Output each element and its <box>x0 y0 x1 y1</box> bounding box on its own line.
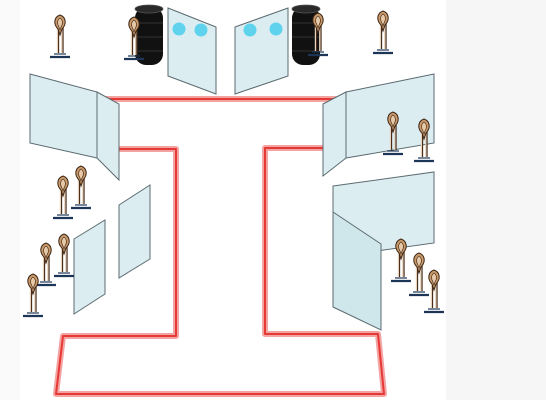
gate-window <box>269 22 283 36</box>
top-gate <box>167 7 289 95</box>
barrier-panel <box>332 211 382 331</box>
gate-window <box>172 22 186 36</box>
gate-window <box>243 23 257 37</box>
barrier-panel <box>73 219 106 315</box>
tire-stack <box>134 4 164 65</box>
right-margin <box>446 0 546 400</box>
gate-window <box>194 23 208 37</box>
barrier-panels <box>29 73 435 331</box>
barrier-panel <box>96 91 120 182</box>
left-margin <box>0 0 20 400</box>
barrier-panel <box>118 184 151 279</box>
